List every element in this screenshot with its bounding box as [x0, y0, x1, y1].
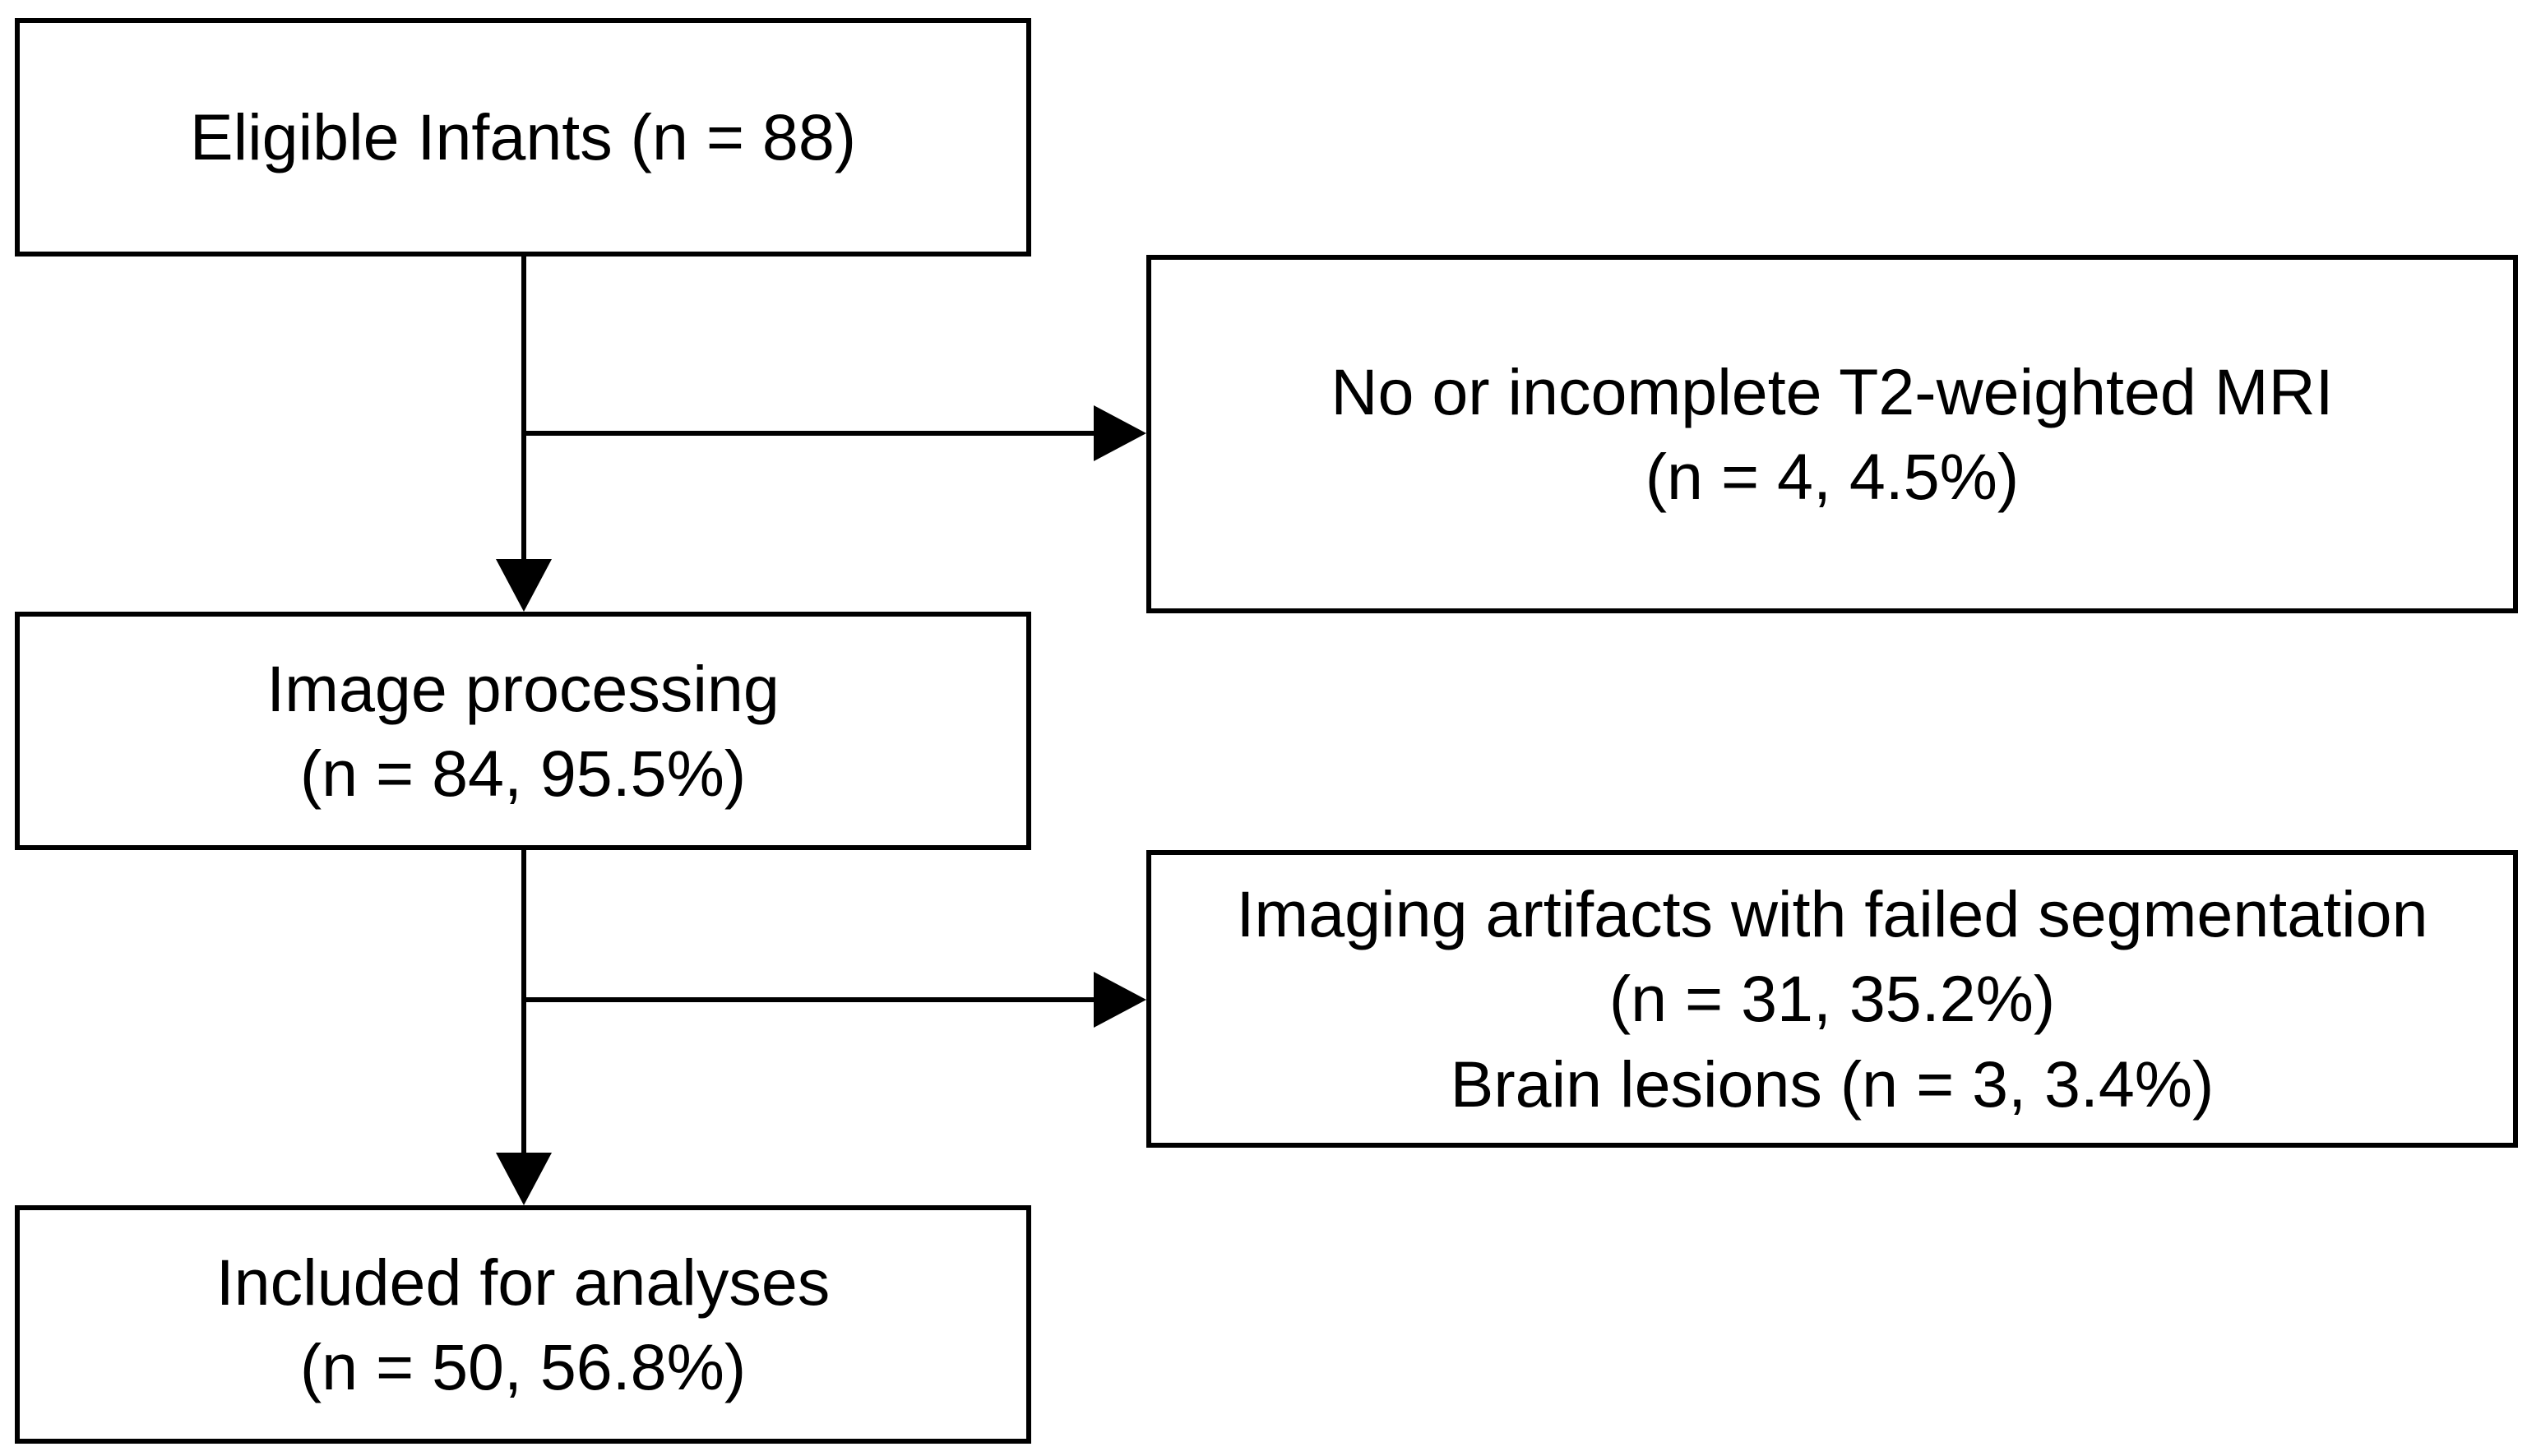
image-processing-label: Image processing — [266, 651, 780, 725]
no-mri-count: (n = 4, 4.5%) — [1645, 440, 2020, 513]
included-analyses-count: (n = 50, 56.8%) — [299, 1330, 747, 1403]
arrowhead-to-processing — [496, 559, 552, 612]
artifacts-count: (n = 31, 35.2%) — [1608, 962, 2056, 1036]
image-processing-box: Image processing (n = 84, 95.5%) — [15, 612, 1031, 850]
arrowhead-to-included — [496, 1153, 552, 1205]
no-mri-label: No or incomplete T2-weighted MRI — [1331, 354, 2334, 428]
no-mri-exclusion-box: No or incomplete T2-weighted MRI (n = 4,… — [1146, 255, 2518, 613]
image-processing-count: (n = 84, 95.5%) — [299, 737, 747, 810]
arrowhead-to-no-scan — [1094, 405, 1146, 461]
arrowhead-to-excluded — [1094, 972, 1146, 1028]
eligible-infants-box: Eligible Infants (n = 88) — [15, 18, 1031, 257]
artifact-exclusion-box: Imaging artifacts with failed segmentati… — [1146, 850, 2518, 1148]
included-analyses-box: Included for analyses (n = 50, 56.8%) — [15, 1205, 1031, 1444]
brain-lesions-label: Brain lesions (n = 3, 3.4%) — [1450, 1047, 2215, 1121]
eligible-infants-label: Eligible Infants (n = 88) — [189, 100, 857, 174]
included-analyses-label: Included for analyses — [215, 1245, 831, 1319]
artifacts-label: Imaging artifacts with failed segmentati… — [1236, 876, 2428, 950]
